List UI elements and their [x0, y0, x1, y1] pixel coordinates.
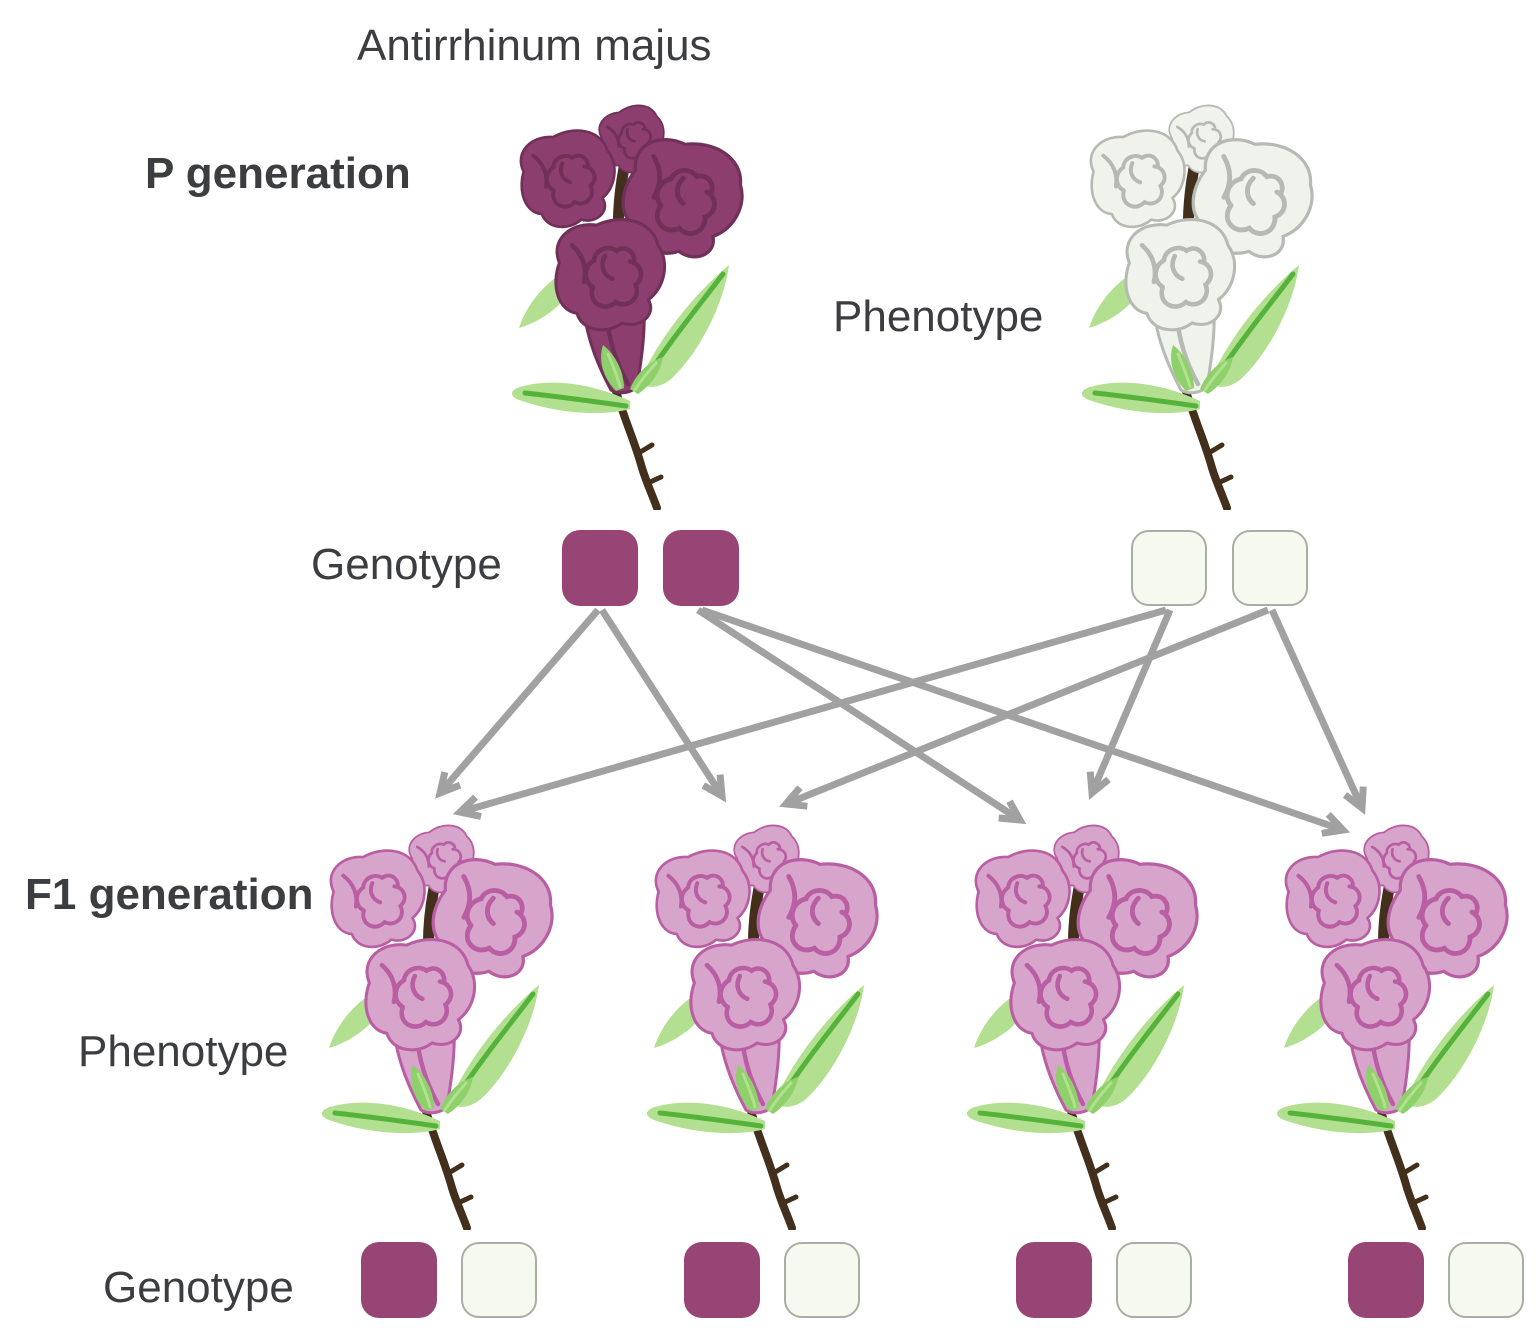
f1-phenotype-label: Phenotype [78, 1027, 289, 1076]
allele-square-white [1131, 530, 1207, 606]
offspring-flower-pink-4 [1255, 810, 1535, 1230]
p-generation-label: P generation [145, 149, 411, 198]
allele-square-purple [361, 1242, 437, 1318]
allele-square-purple [1016, 1242, 1092, 1318]
allele-square-white [1232, 530, 1308, 606]
f1-genotype-label: Genotype [103, 1263, 294, 1312]
allele-square-purple [663, 530, 739, 606]
p-phenotype-label: Phenotype [833, 292, 1044, 341]
allele-square-white [1448, 1242, 1524, 1318]
offspring-flower-pink-2 [625, 810, 905, 1230]
allele-square-purple [1348, 1242, 1424, 1318]
p-genotype-label: Genotype [311, 540, 502, 589]
allele-square-purple [562, 530, 638, 606]
f1-generation-label: F1 generation [25, 870, 314, 919]
parent-flower-purple [490, 90, 770, 510]
offspring-flower-pink-1 [300, 810, 580, 1230]
offspring-flower-pink-3 [945, 810, 1225, 1230]
allele-square-white [784, 1242, 860, 1318]
parent-flower-white [1060, 90, 1340, 510]
allele-square-white [1116, 1242, 1192, 1318]
allele-square-purple [684, 1242, 760, 1318]
allele-square-white [461, 1242, 537, 1318]
species-title: Antirrhinum majus [357, 21, 712, 70]
